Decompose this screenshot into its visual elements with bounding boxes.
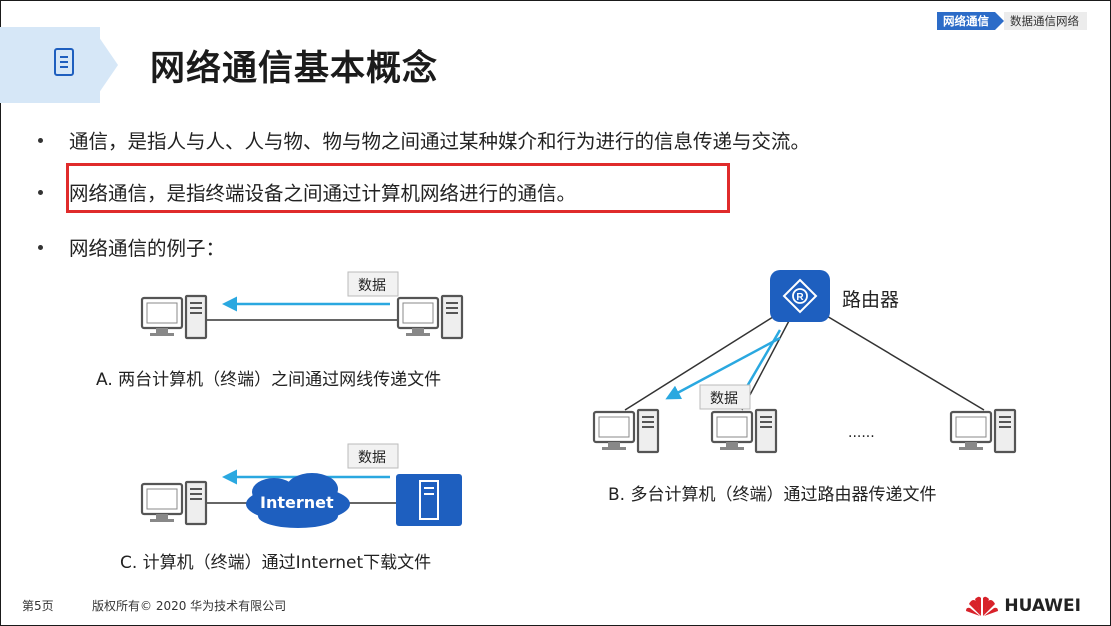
caption-c: C. 计算机（终端）通过Internet下载文件 — [120, 553, 432, 573]
huawei-logo: HUAWEI — [964, 595, 1081, 617]
computer-icon — [710, 408, 778, 454]
computer-icon — [140, 294, 208, 340]
brand-name: HUAWEI — [1004, 596, 1081, 616]
data-label-c: 数据 — [358, 450, 386, 466]
data-label-a: 数据 — [358, 278, 386, 294]
diagram-a — [140, 271, 464, 340]
computer-icon — [140, 480, 208, 526]
data-label-box — [347, 443, 399, 469]
huawei-flower-icon — [966, 596, 999, 616]
caption-a: A. 两台计算机（终端）之间通过网线传递文件 — [96, 370, 442, 390]
highlight-box — [66, 163, 730, 213]
computer-icon — [592, 408, 660, 454]
data-label-box — [699, 384, 751, 410]
server-icon — [396, 474, 462, 526]
internet-label: Internet — [260, 493, 334, 512]
bullet-dot — [38, 138, 43, 143]
data-label-box — [347, 271, 399, 297]
title-band — [0, 27, 100, 103]
bullet-2: 网络通信，是指终端设备之间通过计算机网络进行的通信。 — [38, 177, 576, 206]
bullet-3: 网络通信的例子： — [38, 232, 225, 261]
router-icon: R — [770, 270, 830, 322]
copyright: 版权所有© 2020 华为技术有限公司 — [92, 599, 287, 613]
computer-icon — [396, 294, 464, 340]
computer-icon — [949, 408, 1017, 454]
caption-b: B. 多台计算机（终端）通过路由器传递文件 — [608, 485, 937, 505]
page-title: 网络通信基本概念 — [150, 49, 439, 89]
title-chevron — [92, 27, 118, 103]
diagram-b: R — [592, 270, 1017, 454]
data-arrow-out — [665, 336, 781, 400]
link-line — [799, 299, 985, 411]
ellipsis-label: ...... — [848, 425, 875, 441]
breadcrumb-arrow-icon — [995, 12, 1004, 30]
breadcrumb-section[interactable]: 数据通信网络 — [1004, 12, 1087, 30]
router-label: 路由器 — [842, 289, 900, 311]
svg-text:R: R — [796, 292, 804, 303]
cloud-icon — [246, 473, 350, 528]
bullet-1: 通信，是指人与人、人与物、物与物之间通过某种媒介和行为进行的信息传递与交流。 — [38, 125, 810, 154]
link-line — [624, 299, 801, 411]
data-label-b: 数据 — [710, 391, 738, 407]
page-number: 第5页 — [22, 599, 54, 613]
breadcrumb-current[interactable]: 网络通信 — [937, 12, 995, 30]
bullet-dot — [38, 190, 43, 195]
diagram-c — [140, 443, 462, 528]
breadcrumb: 网络通信 数据通信网络 — [937, 11, 1087, 31]
document-icon — [54, 48, 74, 76]
bullet-dot — [38, 245, 43, 250]
